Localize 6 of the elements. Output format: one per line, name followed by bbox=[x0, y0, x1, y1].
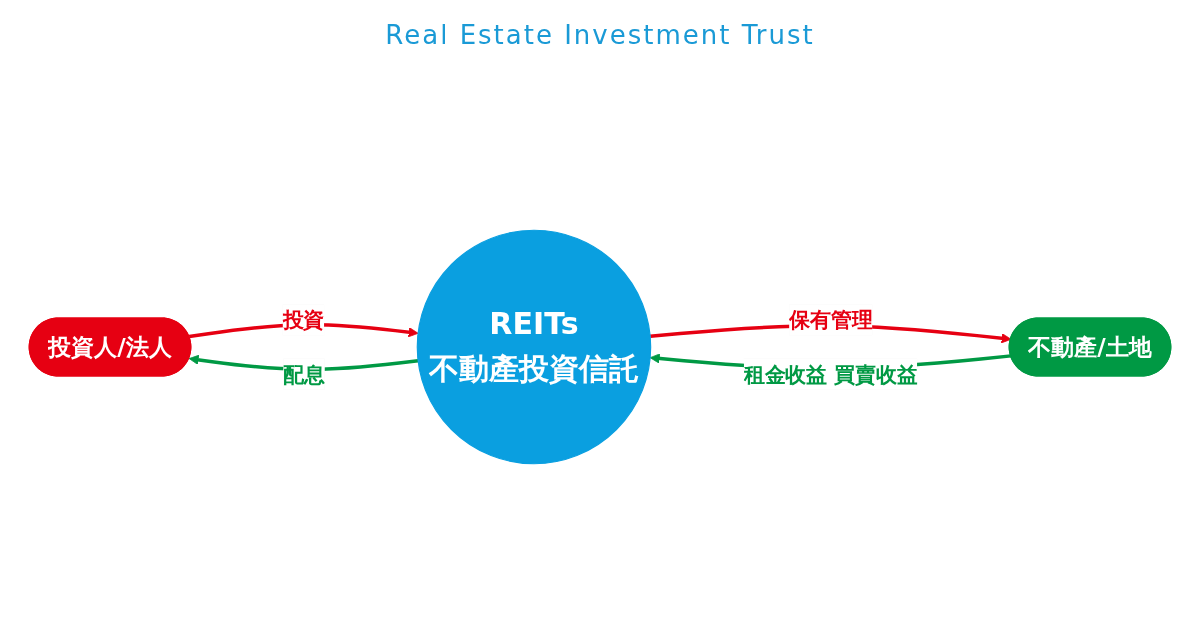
edge-label: 投資 bbox=[282, 307, 325, 333]
node-circle: REITs 不動產投資信託 bbox=[416, 229, 652, 465]
edge-label: 租金收益 買賣收益 bbox=[743, 361, 918, 387]
edge-label: 配息 bbox=[283, 362, 325, 387]
diagram-title: Real Estate Investment Trust bbox=[385, 20, 815, 50]
edge-label: 保有管理 bbox=[789, 307, 873, 333]
